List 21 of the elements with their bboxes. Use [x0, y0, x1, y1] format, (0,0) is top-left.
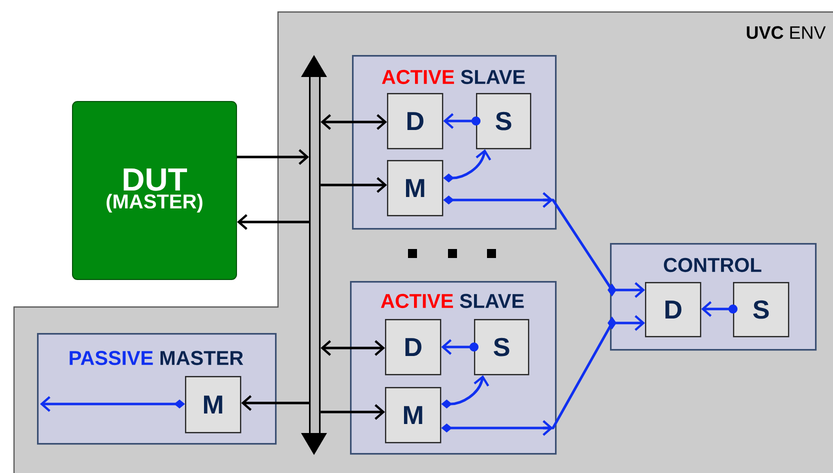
block-box: M — [185, 376, 242, 434]
bus-arrow — [301, 55, 327, 455]
arrow — [701, 301, 738, 317]
block-box: S — [474, 318, 530, 376]
arrow — [320, 404, 385, 420]
block-box: D — [387, 93, 444, 150]
block-box: D — [645, 282, 702, 338]
block-box: D — [385, 318, 442, 376]
arrow — [320, 340, 385, 356]
arrow — [241, 395, 309, 411]
block-box: M — [387, 160, 444, 216]
arrow — [320, 114, 387, 130]
arrow — [441, 339, 478, 355]
block-box: M — [385, 386, 442, 444]
arrow — [237, 214, 309, 230]
block-box: S — [476, 93, 532, 150]
block-box: S — [733, 282, 790, 338]
arrow — [320, 177, 387, 193]
dut-box: DUT (MASTER) — [72, 101, 237, 280]
arrow — [443, 113, 480, 129]
arrow — [237, 149, 309, 165]
